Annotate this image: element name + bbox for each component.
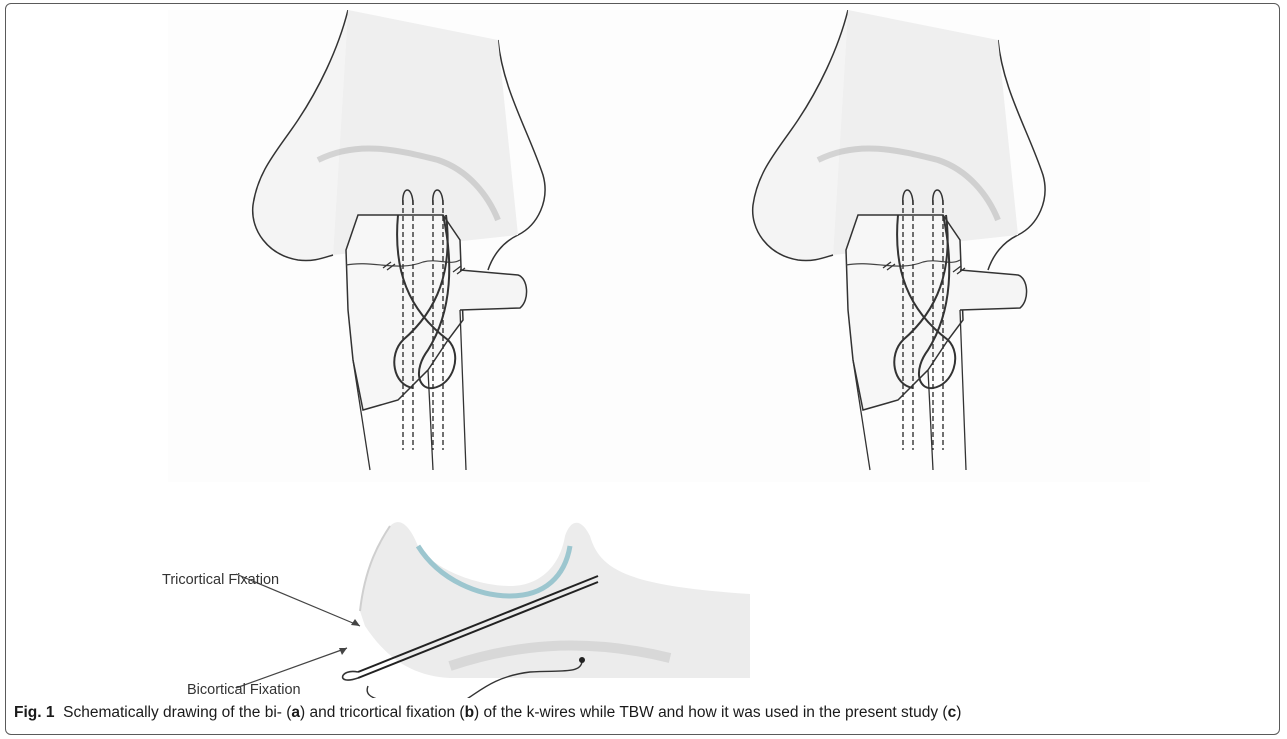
caption-panel-a: a	[291, 704, 300, 721]
caption-text-1: Schematically drawing of the bi- (	[63, 704, 291, 721]
caption-panel-c: c	[948, 704, 957, 721]
figure-label: Fig. 1	[14, 704, 54, 721]
ulna-illustration	[150, 486, 770, 698]
label-tricortical-fixation: Tricortical Fixation	[162, 572, 279, 588]
caption-panel-b: b	[465, 704, 474, 721]
caption-text-2: ) and tricortical fixation (	[300, 704, 465, 721]
caption-text-4: )	[956, 704, 961, 721]
caption-text-3: ) of the k-wires while TBW and how it wa…	[474, 704, 948, 721]
elbow-illustrations	[168, 10, 1150, 482]
figure-caption: Fig. 1 Schematically drawing of the bi- …	[14, 702, 1264, 724]
label-bicortical-fixation: Bicortical Fixation	[187, 682, 301, 698]
figure-panel-c: Tricortical Fixation Bicortical Fixation	[150, 486, 770, 698]
figure-panels-ab	[168, 10, 1150, 482]
